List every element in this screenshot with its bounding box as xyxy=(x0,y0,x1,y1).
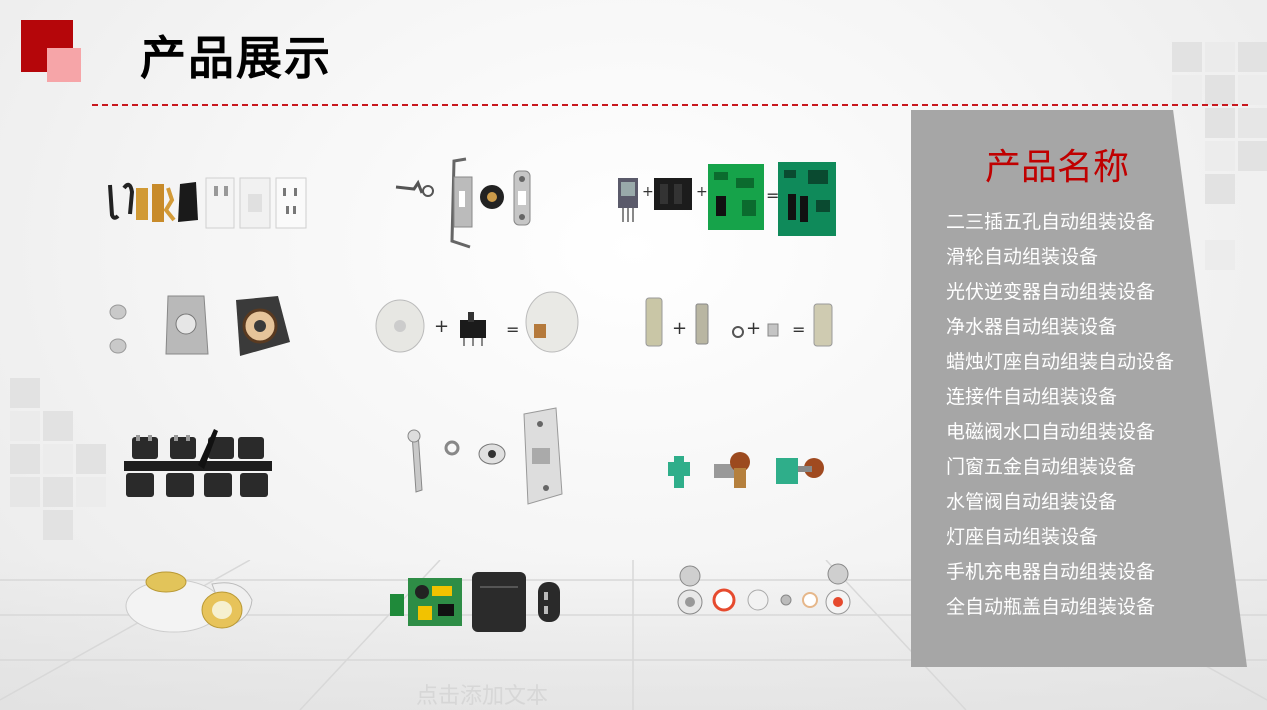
product-image-socket-parts xyxy=(108,177,307,229)
list-item: 手机充电器自动组装设备 xyxy=(946,561,1156,583)
logo-square-light xyxy=(47,48,81,82)
product-image-window-hardware xyxy=(407,407,563,505)
plus-sign: + xyxy=(672,318,688,339)
panel-title: 产品名称 xyxy=(984,147,1129,188)
list-item: 光伏逆变器自动组装设备 xyxy=(946,281,1156,303)
product-image-phone-charger xyxy=(390,572,560,632)
list-item: 全自动瓶盖自动组装设备 xyxy=(946,596,1156,618)
title-divider xyxy=(92,104,1248,106)
equals-sign: = xyxy=(766,186,780,205)
product-image-connector: + + = xyxy=(640,292,840,352)
plus-sign: + xyxy=(746,318,762,339)
equals-sign: = xyxy=(506,320,520,339)
list-item: 蜡烛灯座自动组装自动设备 xyxy=(946,351,1175,373)
list-item: 滑轮自动组装设备 xyxy=(946,246,1099,268)
text-placeholder[interactable]: 点击添加文本 xyxy=(416,684,549,709)
equals-sign: = xyxy=(792,320,806,339)
product-image-pipe-valve xyxy=(668,452,824,488)
product-image-pulley-parts xyxy=(395,157,531,249)
list-item: 连接件自动组装设备 xyxy=(946,386,1118,408)
plus-sign: + xyxy=(642,184,654,200)
product-image-switch-knob: + = xyxy=(372,288,584,364)
product-image-bottle-caps xyxy=(677,563,851,615)
plus-sign: + xyxy=(434,316,450,337)
list-item: 净水器自动组装设备 xyxy=(946,316,1118,338)
product-image-pcb-assembly: + + = xyxy=(612,160,840,242)
list-item: 电磁阀水口自动组装设备 xyxy=(946,421,1156,443)
plus-sign: + xyxy=(696,184,708,200)
list-item: 二三插五孔自动组装设备 xyxy=(946,211,1156,233)
product-name-list: 二三插五孔自动组装设备 滑轮自动组装设备 光伏逆变器自动组装设备 净水器自动组装… xyxy=(946,205,1174,625)
product-image-valve-nozzles xyxy=(124,429,272,497)
product-image-pulley-wheel xyxy=(109,295,290,356)
list-item: 灯座自动组装设备 xyxy=(946,526,1099,548)
product-image-lamp-holder xyxy=(125,571,253,633)
page-title: 产品展示 xyxy=(140,31,332,85)
decor-tiles-left xyxy=(0,378,115,543)
decor-tiles-right xyxy=(1172,42,1267,322)
list-item: 水管阀自动组装设备 xyxy=(946,491,1118,513)
list-item: 门窗五金自动组装设备 xyxy=(946,456,1137,478)
ring-icon xyxy=(732,326,744,338)
